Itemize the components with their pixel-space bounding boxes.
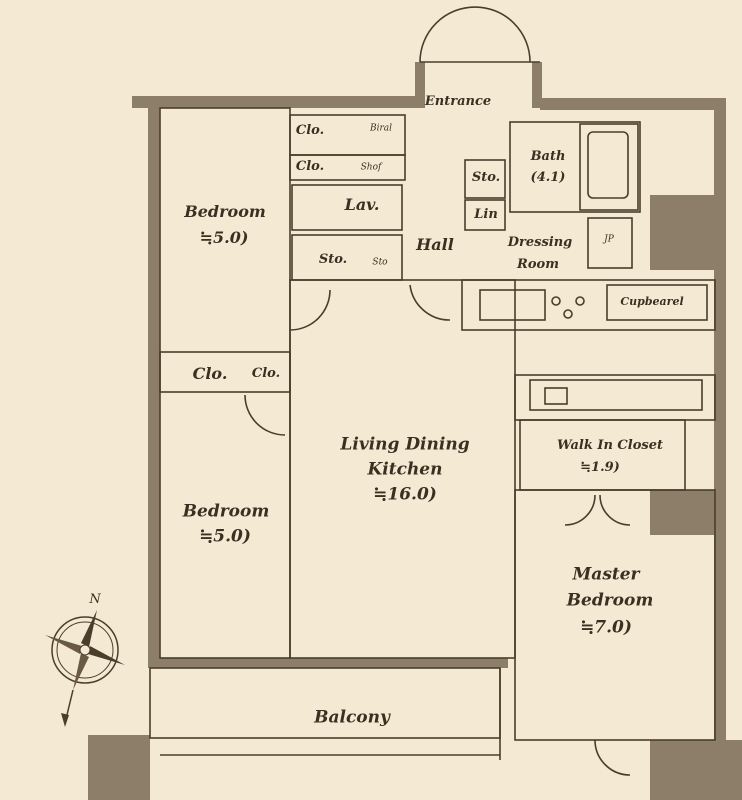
room-label-bedroom: Bedroom	[184, 202, 266, 221]
compass-rose: N	[35, 591, 145, 735]
room-label-storage-small: Sto	[372, 257, 388, 268]
room-label-jp: JP	[604, 234, 614, 245]
room-label-balcony: Balcony	[314, 707, 390, 728]
room-area-bath: (4.1)	[530, 169, 566, 185]
room-label-dressing-room: Room	[517, 256, 559, 272]
room-label-kitchen: Kitchen	[367, 459, 443, 480]
room-label-linen: Lin	[474, 206, 498, 222]
room-label-master-bedroom: Bedroom	[566, 590, 654, 611]
room-label-entrance: Entrance	[424, 93, 492, 109]
room-area-bedroom: ≒5.0)	[199, 526, 251, 547]
room-area-walk-in-closet: ≒1.9)	[580, 459, 620, 475]
room-label-living-dining: Living Dining	[340, 434, 470, 455]
room-label-hall: Hall	[416, 235, 454, 254]
room-area-bedroom: ≒5.0)	[199, 228, 249, 247]
room-area-master-bedroom: ≒7.0)	[580, 617, 632, 638]
compass-north-label: N	[89, 591, 101, 607]
room-label-bedroom: Bedroom	[182, 501, 270, 522]
room-label-closet: Clo.	[295, 122, 325, 138]
room-label-biral: Biral	[369, 123, 393, 134]
room-label-lavatory: Lav.	[344, 195, 380, 214]
room-label-shof: Shof	[360, 162, 382, 173]
room-label-closet: Clo.	[192, 364, 228, 383]
room-label-storage: Sto.	[318, 251, 348, 267]
interior-lines	[149, 6, 716, 776]
compass-icon	[45, 610, 125, 727]
room-label-dressing: Dressing	[507, 234, 573, 250]
room-label-closet: Clo.	[251, 365, 281, 381]
room-label-walk-in-closet: Walk In Closet	[557, 437, 663, 453]
room-label-bath: Bath	[530, 148, 566, 164]
room-label-master: Master	[572, 564, 640, 585]
room-label-cupboard: Cupbearel	[620, 295, 684, 309]
room-label-storage: Sto.	[471, 169, 501, 185]
room-area-ldk: ≒16.0)	[373, 484, 437, 505]
walls	[88, 62, 742, 800]
room-label-closet: Clo.	[295, 158, 325, 174]
